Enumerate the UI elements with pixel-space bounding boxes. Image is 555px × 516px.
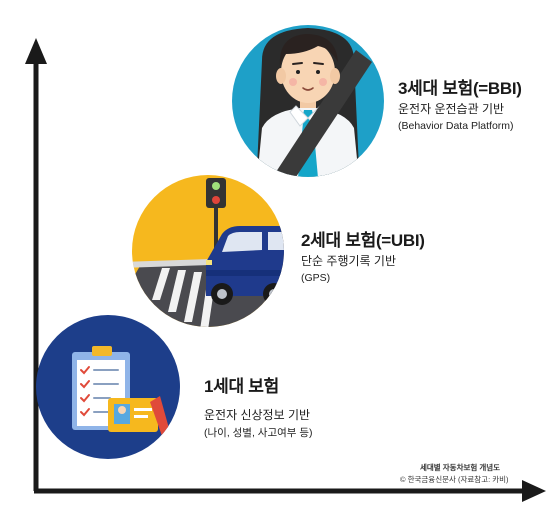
gen3-title: 3세대 보험(=BBI) [398,79,522,98]
gen2-description: 단순 주행기록 기반 [301,254,396,268]
gen1-detail: (나이, 성별, 사고여부 등) [204,427,313,439]
caption-title: 세대별 자동차보험 개념도 [420,463,501,472]
caption-source: © 한국금융신문사 (자료참고: 카비) [400,475,509,484]
gen1-description: 운전자 신상정보 기반 [204,408,311,422]
gen2-title: 2세대 보험(=UBI) [301,231,425,250]
x-axis-arrow-icon [522,480,546,502]
gen3-description: 운전자 운전습관 기반 [398,102,505,116]
y-axis-arrow-icon [25,38,47,64]
driver-icon [232,25,384,177]
car-traffic-light-icon [132,175,284,327]
axes [25,38,546,502]
gen1-title: 1세대 보험 [204,377,279,396]
clipboard-form-icon [36,315,180,459]
gen2-detail: (GPS) [301,272,331,284]
gen3-detail: (Behavior Data Platform) [398,120,514,132]
